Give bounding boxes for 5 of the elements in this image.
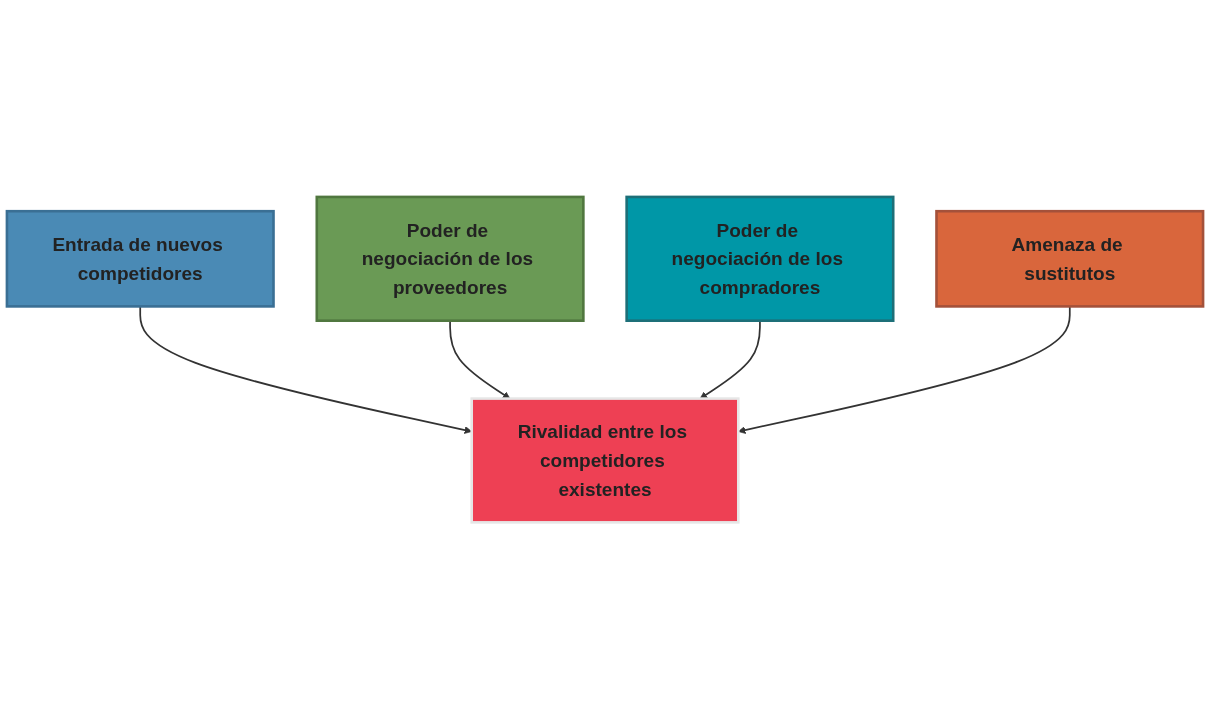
node-box: Entrada de nuevos competidores bbox=[5, 209, 275, 308]
node-box: Amenaza de sustitutos bbox=[935, 209, 1205, 308]
node-box: Poder de negociación de los compradores bbox=[625, 195, 895, 322]
node-box: Poder de negociación de los proveedores bbox=[315, 195, 585, 322]
node-box: Rivalidad entre los competidores existentes bbox=[470, 397, 740, 524]
